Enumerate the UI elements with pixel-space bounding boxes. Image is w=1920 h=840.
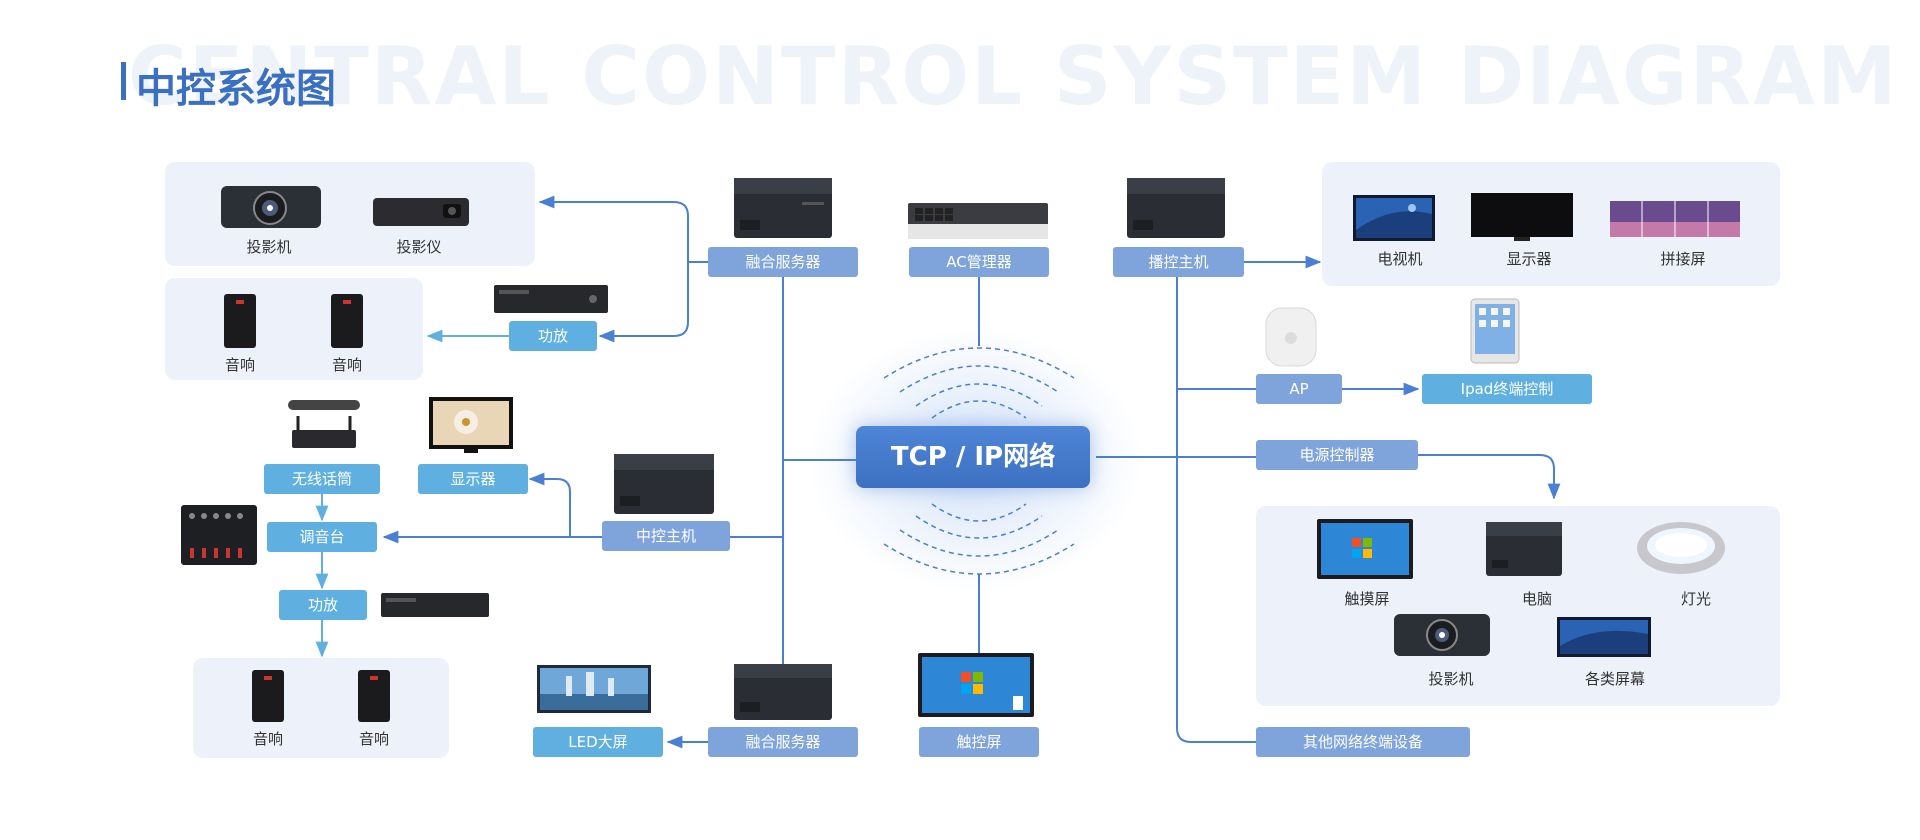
screens-icon	[1557, 617, 1651, 657]
touch-screen-icon	[1317, 519, 1413, 579]
speaker-caption: 音响	[331, 356, 362, 374]
panel-speakers-top	[165, 278, 423, 380]
ac-switch-icon	[908, 203, 1048, 239]
monitor-label: 显示器	[418, 464, 528, 494]
projector-icon	[1394, 614, 1490, 656]
touch-screen-icon	[918, 653, 1034, 717]
ipad-icon	[1470, 298, 1520, 364]
fusion-server-label: 融合服务器	[708, 247, 858, 277]
monitor-caption: 显示器	[1506, 250, 1552, 268]
fusion-server-label: 融合服务器	[708, 727, 858, 757]
pc-icon	[1486, 522, 1562, 576]
other-devices-label: 其他网络终端设备	[1256, 727, 1470, 757]
wireless-mic-label: 无线话筒	[264, 464, 380, 494]
play-host-icon	[1127, 178, 1225, 238]
speaker-caption: 音响	[224, 356, 255, 374]
speaker-icon	[224, 294, 256, 348]
monitor-icon	[429, 397, 513, 453]
amplifier-label: 功放	[279, 590, 367, 620]
title-accent-bar	[121, 62, 126, 100]
wireless-mic-icon	[288, 400, 360, 448]
ipad-label: Ipad终端控制	[1422, 374, 1592, 404]
touch-screen-label: 触控屏	[919, 727, 1039, 757]
speaker-caption: 音响	[358, 730, 389, 748]
splice-screen-caption: 拼接屏	[1660, 250, 1706, 268]
projector-2-caption: 投影仪	[396, 238, 442, 256]
splice-screen-icon	[1610, 201, 1740, 237]
tcp-ip-network-node: TCP / IP网络	[856, 426, 1090, 488]
light-icon	[1637, 522, 1725, 574]
amplifier-label: 功放	[509, 321, 597, 351]
ac-manager-label: AC管理器	[909, 247, 1049, 277]
power-controller-label: 电源控制器	[1256, 440, 1418, 470]
screens-caption: 各类屏幕	[1584, 670, 1645, 688]
projector-icon	[221, 186, 321, 228]
amplifier-icon	[381, 593, 489, 617]
tv-icon	[1353, 195, 1435, 241]
control-host-icon	[614, 454, 714, 514]
led-screen-label: LED大屏	[533, 727, 663, 757]
speaker-caption: 音响	[252, 730, 283, 748]
projector-caption: 投影机	[246, 238, 292, 256]
fusion-server-icon	[734, 664, 832, 720]
pc-caption: 电脑	[1521, 590, 1552, 608]
monitor-icon	[1471, 193, 1573, 241]
control-host-label: 中控主机	[602, 521, 730, 551]
fusion-server-icon	[734, 178, 832, 238]
panel-speakers-bottom	[193, 658, 449, 758]
led-screen-icon	[537, 665, 651, 713]
touch-caption: 触摸屏	[1344, 590, 1390, 608]
tv-caption: 电视机	[1377, 250, 1423, 268]
play-host-label: 播控主机	[1113, 247, 1244, 277]
page-title: 中控系统图	[136, 66, 336, 112]
projector-2-icon	[373, 198, 469, 226]
speaker-icon	[331, 294, 363, 348]
mixer-label: 调音台	[267, 522, 377, 552]
speaker-icon	[358, 670, 390, 722]
amplifier-icon	[494, 285, 608, 313]
ap-label: AP	[1256, 374, 1342, 404]
light-caption: 灯光	[1680, 590, 1711, 608]
mixer-icon	[181, 505, 257, 565]
background-title: CENTRAL CONTROL SYSTEM DIAGRAM	[128, 30, 1899, 123]
ap-icon	[1265, 307, 1317, 367]
projector-caption: 投影机	[1428, 670, 1474, 688]
speaker-icon	[252, 670, 284, 722]
